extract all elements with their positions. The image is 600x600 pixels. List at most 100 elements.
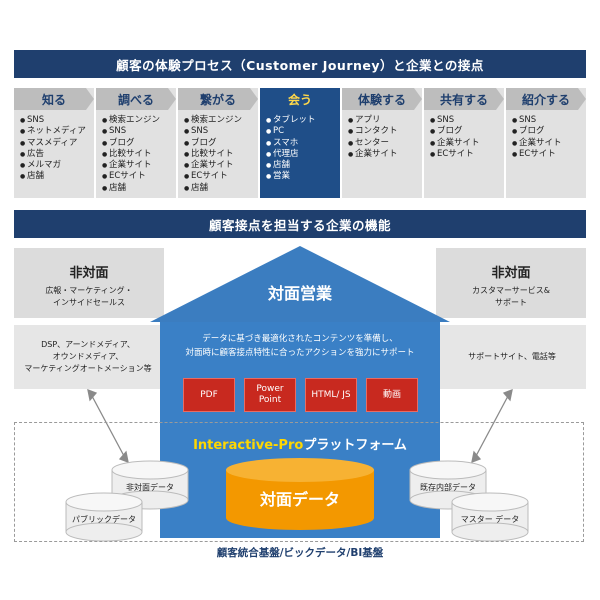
journey-stage-label: 紹介する bbox=[506, 88, 586, 110]
database-label: 非対面データ bbox=[126, 483, 174, 492]
journey-stages: 知るSNSネットメディアマスメディア広告メルマガ店舗調べる検索エンジンSNSブロ… bbox=[14, 88, 586, 198]
touchpoint-item: SNS bbox=[20, 115, 94, 127]
platform-dashed-boundary bbox=[14, 422, 584, 542]
journey-stage: 会うタブレットPCスマホ代理店店舗営業 bbox=[260, 88, 340, 198]
journey-stage: 紹介するSNSブログ企業サイトECサイト bbox=[506, 88, 586, 198]
html-js-content-type: HTML/ JS bbox=[305, 378, 357, 412]
journey-stage-label: 会う bbox=[260, 88, 340, 110]
touchpoint-item: 店舗 bbox=[266, 160, 340, 172]
touchpoint-item: アプリ bbox=[348, 115, 422, 127]
touchpoint-item: メルマガ bbox=[20, 160, 94, 172]
right-channel-line: サポートサイト、電話等 bbox=[468, 352, 556, 361]
platform-title: Interactive-Proプラットフォーム bbox=[160, 434, 440, 453]
journey-stage: 共有するSNSブログ企業サイトECサイト bbox=[424, 88, 504, 198]
touchpoint-item: ECサイト bbox=[430, 149, 504, 161]
touchpoint-item: ECサイト bbox=[102, 171, 176, 183]
touchpoint-item: SNS bbox=[430, 115, 504, 127]
touchpoint-list: 検索エンジンSNSブログ比較サイト企業サイトECサイト店舗 bbox=[96, 110, 176, 194]
touchpoint-item: 比較サイト bbox=[102, 149, 176, 161]
touchpoint-item: 検索エンジン bbox=[184, 115, 258, 127]
platform-suffix: プラットフォーム bbox=[303, 438, 407, 453]
left-channel-line: オウンドメディア、 bbox=[52, 352, 124, 361]
right-channels-box: サポートサイト、電話等 bbox=[438, 325, 586, 389]
center-description: データに基づき最適化されたコンテンツを準備し、 対面時に顧客接点特性に合ったアク… bbox=[160, 332, 440, 360]
touchpoint-item: コンタクト bbox=[348, 126, 422, 138]
journey-stage-label: 共有する bbox=[424, 88, 504, 110]
double-arrow-icon bbox=[471, 388, 513, 464]
journey-stage-label: 調べる bbox=[96, 88, 176, 110]
touchpoint-item: 代理店 bbox=[266, 149, 340, 161]
integration-base-label: 顧客統合基盤/ビックデータ/BI基盤 bbox=[216, 547, 384, 559]
touchpoint-item: ECサイト bbox=[512, 149, 586, 161]
touchpoint-item: 店舗 bbox=[184, 183, 258, 195]
left-subtitle-line: 広報・マーケティング・ bbox=[45, 286, 133, 295]
right-non-face-title: 非対面 bbox=[491, 266, 531, 281]
core-data-cylinder-icon bbox=[226, 458, 374, 530]
customer-journey-header: 顧客の体験プロセス（Customer Journey）と企業との接点 bbox=[14, 50, 586, 78]
left-channels-box: DSP、アーンドメディア、 オウンドメディア、 マーケティングオートメーション等 bbox=[14, 325, 162, 389]
touchpoint-item: 比較サイト bbox=[184, 149, 258, 161]
touchpoint-list: SNSブログ企業サイトECサイト bbox=[424, 110, 504, 160]
journey-stage-label: 繋がる bbox=[178, 88, 258, 110]
touchpoint-item: 企業サイト bbox=[512, 138, 586, 150]
left-non-face-title: 非対面 bbox=[69, 266, 109, 281]
functions-header: 顧客接点を担当する企業の機能 bbox=[14, 210, 586, 238]
center-description-line: データに基づき最適化されたコンテンツを準備し、 bbox=[202, 334, 398, 344]
database-label: 既存内部データ bbox=[420, 483, 476, 492]
journey-stage-label: 知る bbox=[14, 88, 94, 110]
journey-stage: 調べる検索エンジンSNSブログ比較サイト企業サイトECサイト店舗 bbox=[96, 88, 176, 198]
platform-brand: Interactive-Pro bbox=[193, 438, 304, 453]
touchpoint-list: SNSブログ企業サイトECサイト bbox=[506, 110, 586, 160]
database-label: マスター データ bbox=[460, 515, 520, 524]
touchpoint-item: SNS bbox=[102, 126, 176, 138]
journey-stage-label: 体験する bbox=[342, 88, 422, 110]
left-non-face-box: 非対面 広報・マーケティング・ インサイドセールス bbox=[14, 248, 164, 318]
database-cylinder-icon bbox=[451, 492, 529, 542]
touchpoint-item: 広告 bbox=[20, 149, 94, 161]
touchpoint-item: ECサイト bbox=[184, 171, 258, 183]
right-non-face-box: 非対面 カスタマーサービス& サポート bbox=[436, 248, 586, 318]
touchpoint-item: 営業 bbox=[266, 171, 340, 183]
center-description-line: 対面時に顧客接点特性に合ったアクションを強力にサポート bbox=[185, 348, 415, 358]
touchpoint-item: センター bbox=[348, 138, 422, 150]
touchpoint-list: アプリコンタクトセンター企業サイト bbox=[342, 110, 422, 160]
touchpoint-item: 検索エンジン bbox=[102, 115, 176, 127]
pdf-content-type: PDF bbox=[183, 378, 235, 412]
left-channel-line: DSP、アーンドメディア、 bbox=[41, 340, 135, 349]
touchpoint-item: 企業サイト bbox=[430, 138, 504, 150]
touchpoint-item: ブログ bbox=[430, 126, 504, 138]
database-label: パブリックデータ bbox=[72, 515, 136, 524]
journey-stage: 体験するアプリコンタクトセンター企業サイト bbox=[342, 88, 422, 198]
journey-stage: 知るSNSネットメディアマスメディア広告メルマガ店舗 bbox=[14, 88, 94, 198]
house-roof bbox=[150, 246, 450, 322]
left-channel-line: マーケティングオートメーション等 bbox=[24, 364, 152, 373]
touchpoint-item: ネットメディア bbox=[20, 126, 94, 138]
right-subtitle-line: カスタマーサービス& bbox=[471, 286, 551, 295]
left-subtitle-line: インサイドセールス bbox=[53, 298, 125, 307]
double-arrow-icon bbox=[87, 388, 129, 464]
touchpoint-item: タブレット bbox=[266, 115, 340, 127]
database-cylinder-icon bbox=[409, 460, 487, 510]
video-content-type: 動画 bbox=[366, 378, 418, 412]
touchpoint-list: タブレットPCスマホ代理店店舗営業 bbox=[260, 110, 340, 183]
touchpoint-item: SNS bbox=[512, 115, 586, 127]
touchpoint-item: 店舗 bbox=[102, 183, 176, 195]
touchpoint-item: 企業サイト bbox=[348, 149, 422, 161]
touchpoint-item: ブログ bbox=[184, 138, 258, 150]
journey-stage: 繋がる検索エンジンSNSブログ比較サイト企業サイトECサイト店舗 bbox=[178, 88, 258, 198]
touchpoint-item: マスメディア bbox=[20, 138, 94, 150]
powerpoint-content-type: Power Point bbox=[244, 378, 296, 412]
database-cylinder-icon bbox=[65, 492, 143, 542]
touchpoint-list: 検索エンジンSNSブログ比較サイト企業サイトECサイト店舗 bbox=[178, 110, 258, 194]
face-to-face-sales-title: 対面営業 bbox=[267, 284, 332, 303]
touchpoint-item: PC bbox=[266, 126, 340, 138]
touchpoint-item: 店舗 bbox=[20, 171, 94, 183]
core-data-label: 対面データ bbox=[259, 490, 340, 509]
touchpoint-item: 企業サイト bbox=[184, 160, 258, 172]
right-subtitle-line: サポート bbox=[495, 298, 527, 307]
touchpoint-item: ブログ bbox=[512, 126, 586, 138]
touchpoint-item: ブログ bbox=[102, 138, 176, 150]
touchpoint-list: SNSネットメディアマスメディア広告メルマガ店舗 bbox=[14, 110, 94, 183]
touchpoint-item: 企業サイト bbox=[102, 160, 176, 172]
